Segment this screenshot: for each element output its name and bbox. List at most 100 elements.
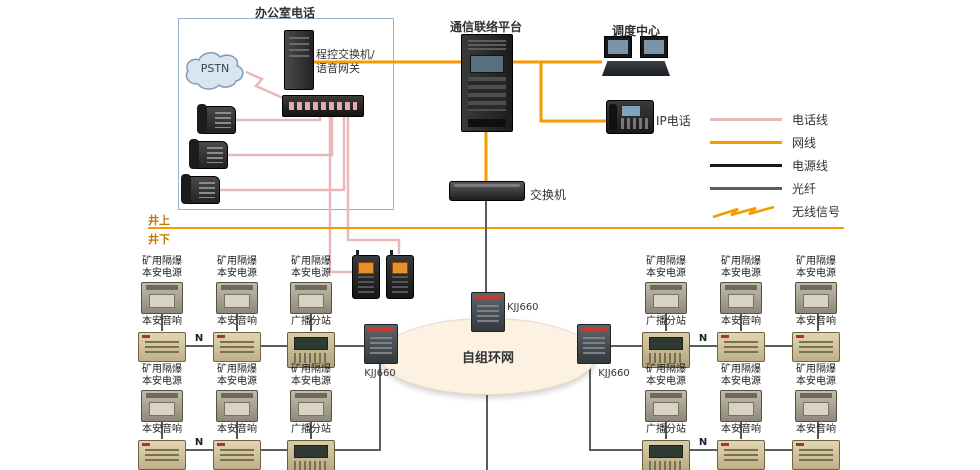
device-cluster: 矿用隔爆本安电源本安音响 — [711, 256, 771, 362]
handset-keypad — [392, 276, 408, 294]
power-supply-device — [216, 390, 258, 422]
phone-handset — [181, 174, 191, 204]
kjj660-left-label: KJJ660 — [364, 368, 396, 379]
power-supply-device — [795, 282, 837, 314]
monitor-right — [640, 36, 668, 58]
power-nameplate — [224, 294, 250, 308]
broadcast-label: 广播分站 — [291, 424, 331, 435]
legend-label: 无线信号 — [792, 205, 841, 219]
ip-phone-device — [606, 100, 654, 134]
power-nameplate — [298, 402, 324, 416]
device-cluster: 矿用隔爆本安电源广播分站 — [281, 364, 341, 470]
intrinsically-safe-speaker-device — [138, 440, 186, 470]
kjj-stripe — [368, 328, 394, 332]
broadcast-screen — [649, 337, 683, 350]
intrinsically-safe-speaker-device — [792, 440, 840, 470]
gateway-label-line2: 语音网关 — [316, 62, 360, 75]
console-desk — [602, 61, 670, 76]
power-top-fin — [800, 393, 832, 398]
kjj660-right-label: KJJ660 — [598, 368, 630, 379]
gateway-label: 程控交换机/ 语音网关 — [316, 48, 408, 76]
speaker-label: 本安音响 — [796, 316, 836, 327]
monitor-screen — [644, 40, 664, 54]
rack-panels — [468, 77, 506, 111]
broadcast-substation-device — [287, 440, 335, 470]
broadcast-keypad — [294, 461, 328, 470]
power-top-fin — [221, 285, 253, 290]
power-supply-label: 矿用隔爆本安电源 — [721, 256, 761, 279]
rack-vents — [468, 40, 506, 50]
pstn-cloud — [185, 52, 244, 90]
power-supply-device — [141, 390, 183, 422]
power-nameplate — [224, 402, 250, 416]
ip-phone-screen — [621, 105, 641, 117]
speaker-label: 本安音响 — [217, 316, 257, 327]
power-nameplate — [149, 294, 175, 308]
kjj-panel — [370, 337, 392, 355]
device-cluster: 矿用隔爆本安电源广播分站 — [636, 364, 696, 470]
power-supply-device — [290, 282, 332, 314]
broadcast-label: 广播分站 — [646, 424, 686, 435]
broadcast-screen — [294, 337, 328, 350]
power-top-fin — [650, 393, 682, 398]
handset-keypad — [358, 276, 374, 294]
kjj-panel — [477, 305, 499, 323]
speaker-grille — [724, 341, 758, 355]
speaker-logo — [217, 443, 225, 446]
device-cluster: 矿用隔爆本安电源广播分站 — [281, 256, 341, 368]
legend: 电话线 网线 电源线 光纤 无线信号 — [710, 108, 840, 223]
power-nameplate — [803, 402, 829, 416]
power-nameplate — [298, 294, 324, 308]
legend-label: 电话线 — [792, 113, 829, 127]
office-phone-1 — [197, 104, 236, 134]
broadcast-substation-device — [642, 440, 690, 470]
speaker-label: 本安音响 — [721, 316, 761, 327]
power-supply-device — [290, 390, 332, 422]
device-cluster: 矿用隔爆本安电源本安音响 — [132, 364, 192, 470]
power-top-fin — [295, 285, 327, 290]
legend-label: 网线 — [792, 136, 817, 150]
power-nameplate — [653, 294, 679, 308]
intrinsically-safe-speaker-device — [792, 332, 840, 362]
power-supply-device — [141, 282, 183, 314]
communication-platform-rack — [461, 34, 513, 132]
kjj660-top-label: KJJ660 — [507, 302, 539, 313]
power-nameplate — [149, 402, 175, 416]
speaker-logo — [721, 443, 729, 446]
wireless-handset-2 — [386, 250, 414, 299]
power-supply-label: 矿用隔爆本安电源 — [646, 256, 686, 279]
speaker-grille — [724, 449, 758, 463]
device-cluster: 矿用隔爆本安电源广播分站 — [636, 256, 696, 368]
legend-row-fiber-line: 光纤 — [710, 177, 840, 200]
office-phone-title: 办公室电话 — [254, 6, 315, 20]
power-supply-label: 矿用隔爆本安电源 — [796, 364, 836, 387]
power-supply-label: 矿用隔爆本安电源 — [646, 364, 686, 387]
monitor-left — [604, 36, 632, 58]
power-top-fin — [725, 393, 757, 398]
switch-highlight — [454, 184, 520, 187]
phone-line-sample — [710, 118, 782, 121]
speaker-logo — [721, 335, 729, 338]
kjj660-right-device — [577, 324, 611, 364]
network-line-sample — [710, 141, 782, 144]
ring-network: 自组环网 — [380, 318, 596, 395]
voice-gateway-device — [282, 95, 364, 117]
broadcast-keypad — [294, 353, 328, 363]
rack-screen — [470, 55, 504, 73]
phone-keypad — [199, 182, 215, 198]
broadcast-label: 广播分站 — [646, 316, 686, 327]
speaker-label: 本安音响 — [142, 424, 182, 435]
kjj660-left-device — [364, 324, 398, 364]
power-nameplate — [728, 294, 754, 308]
broadcast-screen — [649, 445, 683, 458]
speaker-grille — [799, 341, 833, 355]
office-phone-2 — [189, 139, 228, 169]
pbx-server — [284, 30, 314, 90]
speaker-grille — [220, 449, 254, 463]
pstn-label: PSTN — [200, 62, 230, 75]
office-phone-3 — [181, 174, 220, 204]
intrinsically-safe-speaker-device — [213, 440, 261, 470]
monitor-screen — [608, 40, 628, 54]
net-line-ip-phone — [539, 62, 606, 123]
fiber-line-sample — [710, 187, 782, 190]
